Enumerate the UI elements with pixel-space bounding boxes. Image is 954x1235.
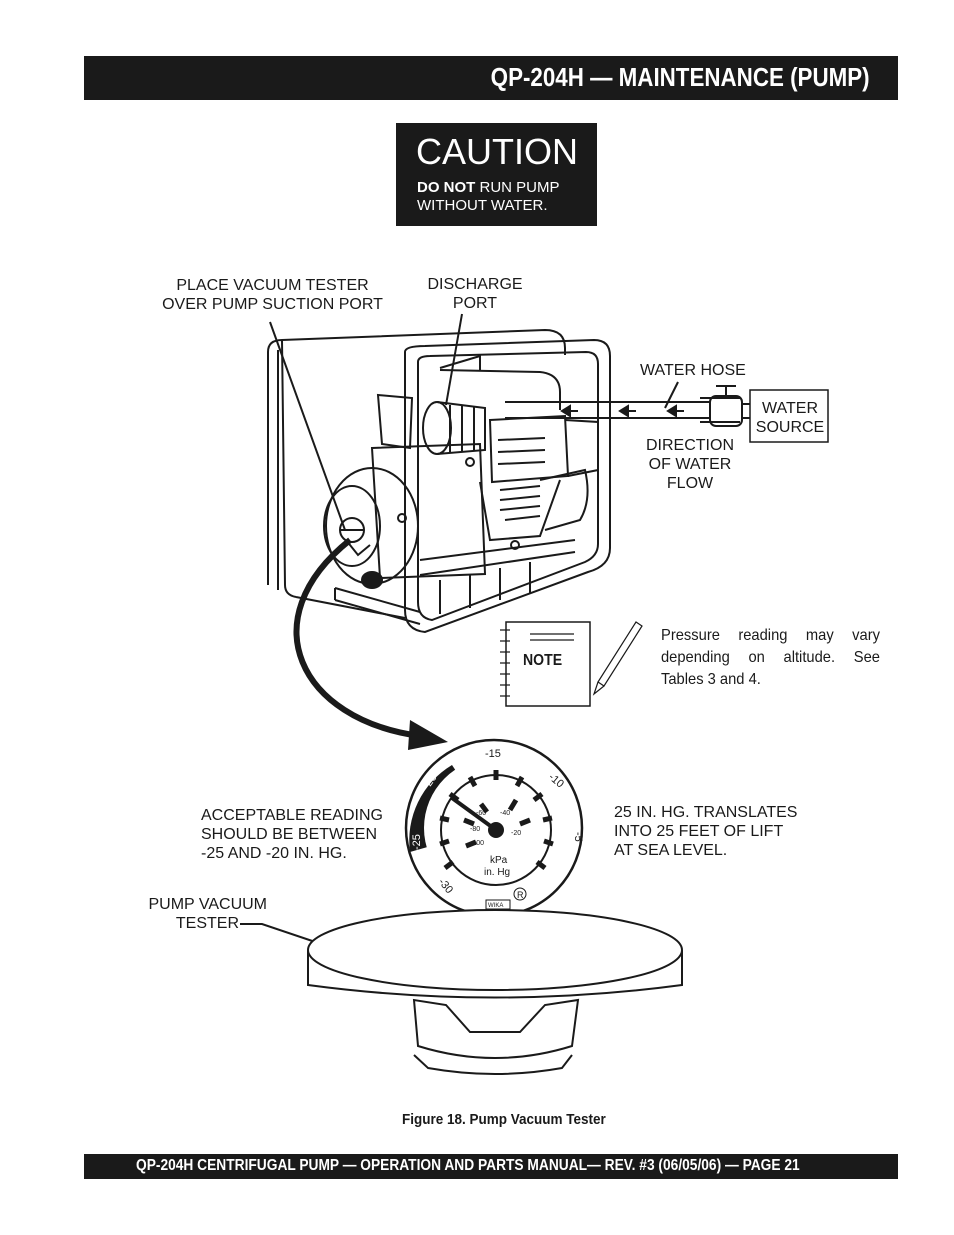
pump-body	[323, 442, 520, 589]
water-hose-label: WATER HOSE	[640, 362, 746, 379]
gauge-label--25: -25	[411, 834, 423, 850]
translates-line3: AT SEA LEVEL.	[614, 842, 728, 859]
note-text: Pressure reading may vary depending on a…	[661, 627, 880, 688]
caution-do-not: DO NOT	[417, 179, 476, 196]
suction-port-leader	[269, 321, 346, 531]
caution-message: DO NOT RUN PUMP WITHOUT WATER.	[417, 179, 560, 215]
water-hose	[505, 385, 750, 427]
page-header-bar: QP-204H — MAINTENANCE (PUMP)	[84, 56, 898, 100]
gauge-inner--80: -80	[470, 826, 480, 833]
discharge-port-label: DISCHARGE PORT	[420, 275, 530, 313]
gauge-inner--40: -40	[500, 810, 510, 817]
acceptable-line1: ACCEPTABLE READING	[201, 807, 383, 824]
flow-direction-line1: DIRECTION	[646, 437, 734, 454]
acceptable-line3: -25 AND -20 IN. HG.	[201, 845, 347, 862]
gauge-unit-kpa: kPa	[490, 855, 508, 866]
gauge-inner--100: -100	[470, 840, 484, 847]
suction-port-label-line1: PLACE VACUUM TESTER	[176, 277, 369, 294]
gauge-registered-mark: R	[517, 890, 524, 900]
footer-text: QP-204H CENTRIFUGAL PUMP — OPERATION AND…	[136, 1157, 800, 1174]
pump-vacuum-line2: TESTER	[175, 915, 239, 932]
page-footer-bar: QP-204H CENTRIFUGAL PUMP — OPERATION AND…	[84, 1154, 898, 1179]
discharge-leader	[445, 313, 463, 406]
gauge-unit-inhg: in. Hg	[484, 867, 510, 878]
water-source-label: WATER SOURCE	[750, 399, 830, 437]
pump-vacuum-tester-label: PUMP VACUUM TESTER	[143, 895, 267, 933]
discharge-label-line2: PORT	[452, 295, 498, 312]
page-title: QP-204H — MAINTENANCE (PUMP)	[491, 62, 870, 92]
translates-line1: 25 IN. HG. TRANSLATES	[614, 804, 798, 821]
tester-base	[307, 909, 683, 1075]
note-badge: NOTE	[523, 652, 563, 669]
flow-direction-label: DIRECTION OF WATER FLOW	[635, 436, 745, 493]
water-source-line1: WATER	[762, 400, 818, 417]
gauge-label--5: -5	[572, 832, 584, 842]
water-source-box	[749, 389, 829, 443]
suction-port-label: PLACE VACUUM TESTER OVER PUMP SUCTION PO…	[150, 276, 395, 314]
caution-line1: RUN PUMP	[475, 179, 560, 196]
vacuum-hose-arrow	[408, 720, 448, 750]
sea-level-lift-label: 25 IN. HG. TRANSLATES INTO 25 FEET OF LI…	[614, 803, 797, 860]
caution-box: CAUTION DO NOT RUN PUMP WITHOUT WATER.	[396, 123, 597, 226]
vacuum-hose	[293, 537, 421, 739]
flow-direction-line2: OF WATER	[648, 456, 732, 473]
gauge-label--15: -15	[485, 748, 501, 760]
acceptable-reading-label: ACCEPTABLE READING SHOULD BE BETWEEN -25…	[201, 806, 383, 863]
flow-direction-arrows	[560, 404, 684, 418]
gauge-inner--20: -20	[511, 830, 521, 837]
caution-line2: WITHOUT WATER.	[417, 197, 548, 214]
water-hose-leader	[664, 381, 679, 409]
vacuum-gauge	[404, 738, 584, 947]
flow-direction-line3: FLOW	[666, 475, 714, 492]
gauge-inner--60: -60	[476, 810, 486, 817]
caution-heading: CAUTION	[416, 131, 578, 172]
suction-port-label-line2: OVER PUMP SUCTION PORT	[162, 296, 383, 313]
discharge-label-line1: DISCHARGE	[427, 276, 523, 293]
figure-caption: Figure 18. Pump Vacuum Tester	[402, 1111, 606, 1128]
gauge-brand: WIKA	[488, 903, 503, 909]
note-pad	[500, 621, 643, 707]
engine	[376, 354, 599, 542]
pump-vacuum-line1: PUMP VACUUM	[148, 896, 267, 913]
acceptable-line2: SHOULD BE BETWEEN	[201, 826, 378, 843]
pump-frame	[267, 328, 611, 634]
translates-line2: INTO 25 FEET OF LIFT	[614, 823, 784, 840]
water-source-line2: SOURCE	[755, 419, 825, 436]
